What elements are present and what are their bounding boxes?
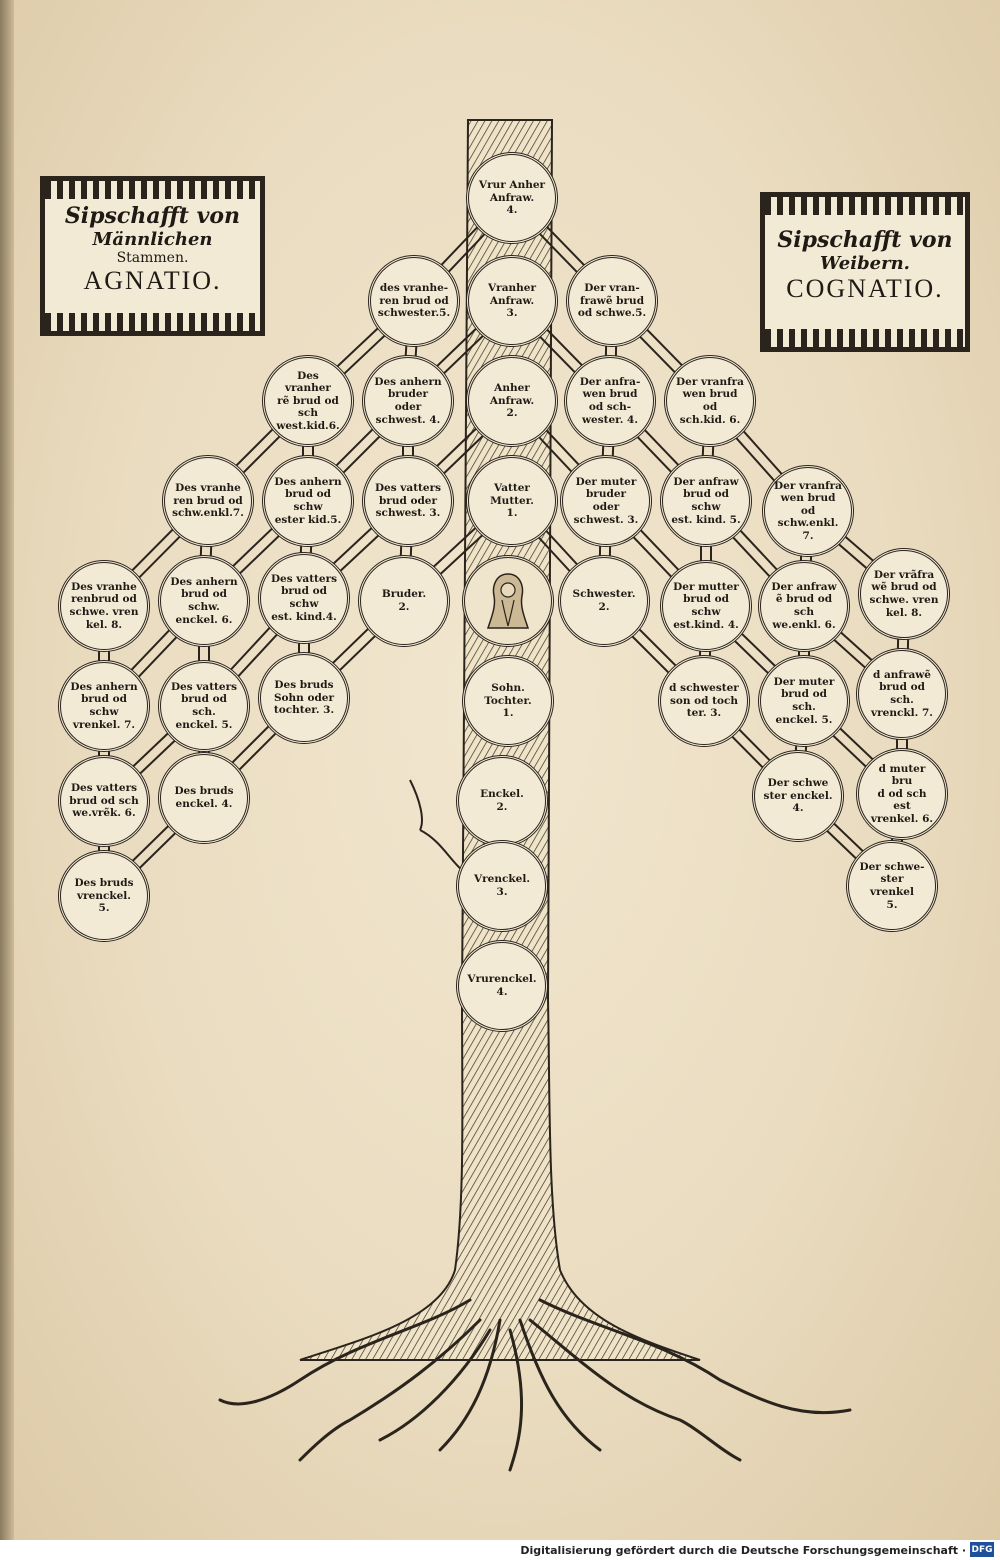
node-left-r1: des vranhe- ren brud od schwester.5.: [368, 255, 460, 347]
node-left-r2b: Des anhern bruder oder schwest. 4.: [362, 355, 454, 447]
node-right-r6b: d muter bru d od sch est vrenkel. 6.: [856, 748, 948, 840]
ornament-border-bottom: [45, 313, 260, 331]
title-agnatio-line4: AGNATIO.: [83, 266, 222, 295]
node-vrenckel: Vrenckel. 3.: [456, 840, 548, 932]
node-right-r7a: Der schwe- ster vrenkel 5.: [846, 840, 938, 932]
node-right-r5b: Der muter brud od sch. enckel. 5.: [758, 655, 850, 747]
title-agnatio-line3: Stammen.: [116, 250, 189, 266]
node-right-r5c: d anfrawẽ brud od sch. vrenckl. 7.: [856, 648, 948, 740]
footer-credit: Digitalisierung gefördert durch die Deut…: [0, 1540, 1000, 1560]
node-sohn: Sohn. Tochter. 1.: [462, 655, 554, 747]
ornament-border-bottom: [765, 329, 965, 347]
tree-branch-left: [409, 779, 463, 871]
node-left-r3b: Des anhern brud od schw ester kid.5.: [262, 455, 354, 547]
dfg-logo: DFG: [970, 1542, 994, 1557]
title-cognatio-line4: COGNATIO.: [786, 274, 944, 303]
node-right-r3a: Der muter bruder oder schwest. 3.: [560, 455, 652, 547]
title-cognatio-line1: Sipschafft von: [777, 227, 953, 253]
tree-roots: [218, 1298, 852, 1472]
portrait-icon: [486, 573, 530, 629]
node-ego-portrait: [462, 555, 554, 647]
node-right-r4a: Schwester. 2.: [558, 555, 650, 647]
node-right-r4d: Der vrãfra wẽ brud od schwe. vren kel. 8…: [858, 548, 950, 640]
node-left-r3c: Des vatters brud oder schwest. 3.: [362, 455, 454, 547]
node-left-r4a: Des vranhe renbrud od schwe. vren kel. 8…: [58, 560, 150, 652]
title-cognatio-line2: Weibern.: [820, 253, 910, 274]
node-left-r5a: Des anhern brud od schw vrenkel. 7.: [58, 660, 150, 752]
title-agnatio-line1: Sipschafft von: [64, 203, 241, 229]
node-left-r5c: Des bruds Sohn oder tochter. 3.: [258, 652, 350, 744]
node-left-r2a: Des vranher rẽ brud od sch west.kid.6.: [262, 355, 354, 447]
node-left-r7a: Des bruds vrenckel. 5.: [58, 850, 150, 942]
node-enckel: Enckel. 2.: [456, 755, 548, 847]
title-agnatio: Sipschafft von Männlichen Stammen. AGNAT…: [40, 176, 265, 336]
ornament-border-top: [765, 197, 965, 215]
node-left-r4c: Des vatters brud od schw est. kind.4.: [258, 552, 350, 644]
node-right-r3c: Der vranfra wen brud od schw.enkl. 7.: [762, 465, 854, 557]
node-left-r4b: Des anhern brud od schw. enckel. 6.: [158, 555, 250, 647]
node-right-r4b: Der mutter brud od schw est.kind. 4.: [660, 560, 752, 652]
node-vrurenckel: Vrurenckel. 4.: [456, 940, 548, 1032]
node-right-r4c: Der anfraw ẽ brud od sch we.enkl. 6.: [758, 560, 850, 652]
node-left-r6b: Des bruds enckel. 4.: [158, 752, 250, 844]
node-right-r6a: Der schwe ster enckel. 4.: [752, 750, 844, 842]
title-cognatio: Sipschafft von Weibern. COGNATIO.: [760, 192, 970, 352]
node-left-r6a: Des vatters brud od sch we.vrẽk. 6.: [58, 755, 150, 847]
node-right-r2b: Der vranfra wen brud od sch.kid. 6.: [664, 355, 756, 447]
node-left-r4d: Bruder. 2.: [358, 555, 450, 647]
page-spine-shadow: [0, 0, 14, 1540]
node-right-r3b: Der anfraw brud od schw est. kind. 5.: [660, 455, 752, 547]
node-left-r3a: Des vranhe ren brud od schw.enkl.7.: [162, 455, 254, 547]
node-vranher: Vranher Anfraw. 3.: [466, 255, 558, 347]
node-right-r2a: Der anfra- wen brud od sch- wester. 4.: [564, 355, 656, 447]
node-anher: Anher Anfraw. 2.: [466, 355, 558, 447]
node-vatter: Vatter Mutter. 1.: [466, 455, 558, 547]
node-right-r1: Der vran- frawẽ brud od schwe.5.: [566, 255, 658, 347]
node-right-r5a: d schwester son od toch ter. 3.: [658, 655, 750, 747]
node-left-r5b: Des vatters brud od sch. enckel. 5.: [158, 660, 250, 752]
node-vrur-anher: Vrur Anher Anfraw. 4.: [466, 152, 558, 244]
ornament-border-top: [45, 181, 260, 199]
title-agnatio-line2: Männlichen: [92, 229, 213, 250]
